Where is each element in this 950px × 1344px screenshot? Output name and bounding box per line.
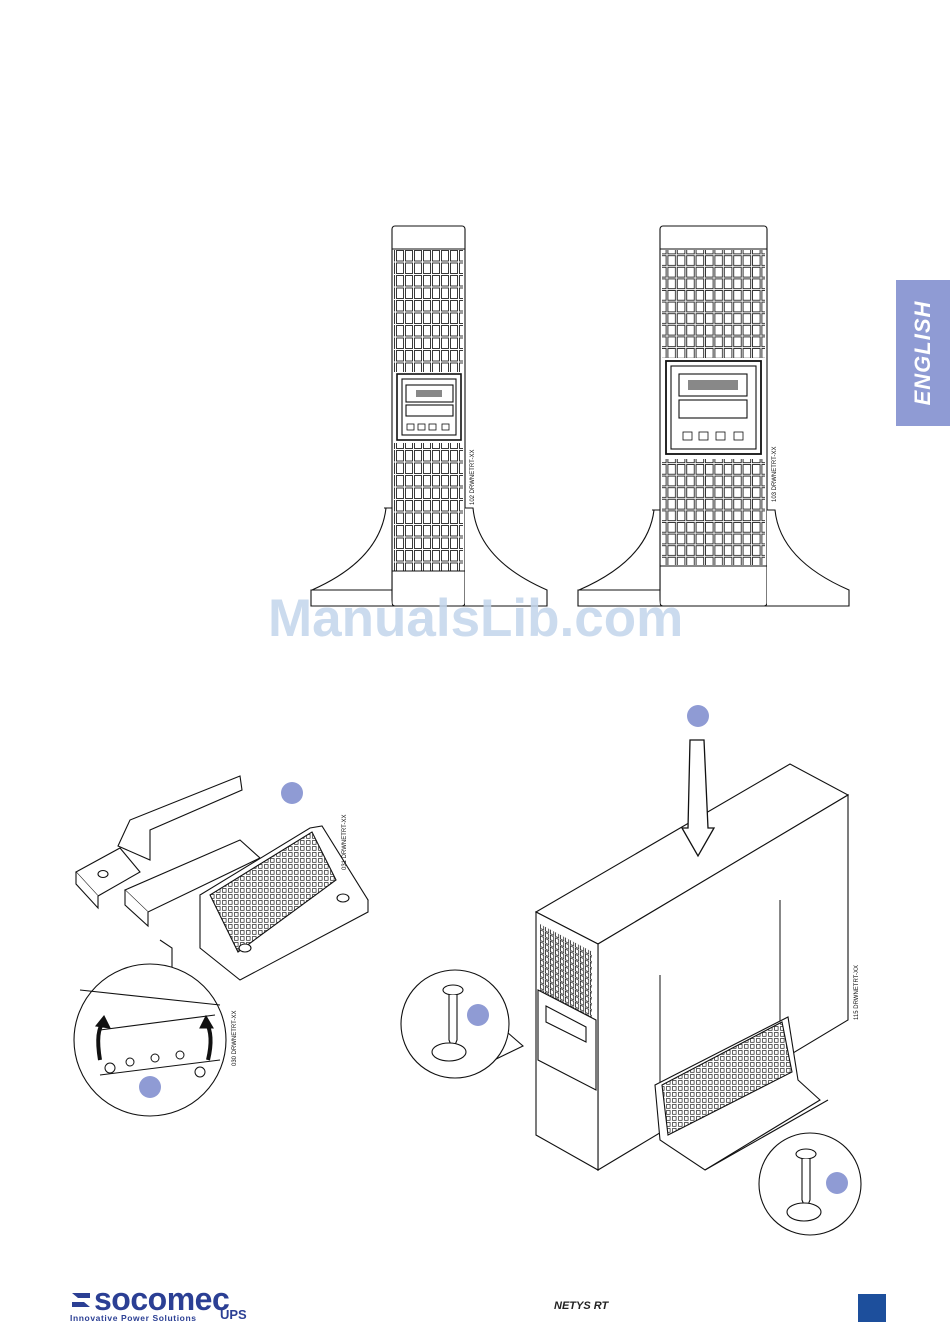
step-marker-5	[826, 1172, 848, 1194]
feet-ref: 031 DRWNETRT-XX	[342, 815, 348, 870]
tower-large-ref: 103 DRWNETRT-XX	[772, 447, 778, 502]
watermark: ManualsLib.com	[268, 588, 683, 649]
tower-small-ref: 102 DRWNETRT-XX	[470, 450, 476, 505]
step-marker-4	[467, 1004, 489, 1026]
step-marker-2	[139, 1076, 161, 1098]
tower-ups-small	[311, 226, 547, 606]
screw-detail-left	[401, 970, 523, 1078]
assembly-ref: 115 DRWNETRT-XX	[854, 965, 860, 1020]
brand-suffix: UPS	[220, 1307, 247, 1322]
feet-assembly	[76, 776, 368, 980]
clip-ref: 030 DRWNETRT-XX	[232, 1011, 238, 1066]
brand-tagline: Innovative Power Solutions	[70, 1313, 197, 1323]
tower-ups-large	[578, 226, 849, 606]
socomec-mark-icon	[70, 1289, 92, 1311]
socomec-logo: socomec Innovative Power Solutions UPS	[70, 1287, 270, 1327]
product-name: NETYS RT	[554, 1300, 608, 1312]
page-marker	[858, 1294, 886, 1322]
step-marker-1	[281, 782, 303, 804]
step-marker-3	[687, 705, 709, 727]
